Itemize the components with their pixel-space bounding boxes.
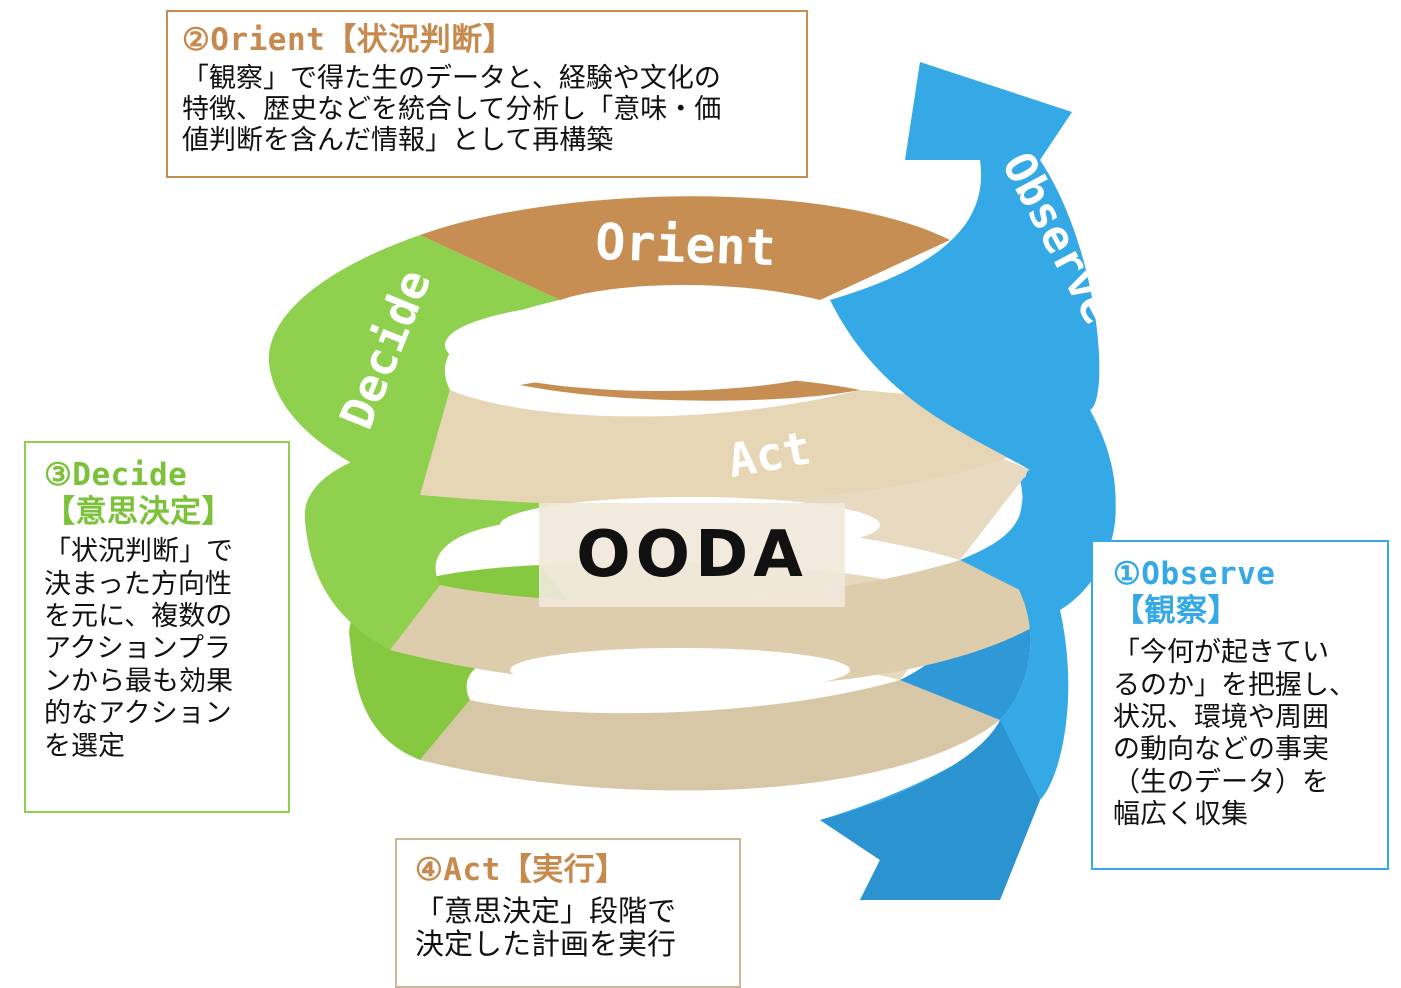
orient-box-line: 「観察」で得た生のデータと、経験や文化の (182, 62, 721, 94)
orient-segment-label: Orient (594, 213, 777, 277)
act-box-title: ④Act【実行】 (415, 852, 627, 888)
ring-top-hole (445, 299, 875, 391)
observe-box-title: ①Observe 【観察】 (1113, 556, 1367, 629)
ring-top (268, 196, 1090, 692)
act-description-box: ④Act【実行】 「意思決定」段階で 決定した計画を実行 (395, 838, 741, 988)
observe-box-text: 「今何が起きてい るのか」を把握し、 状況、環境や周囲 の動向などの事実 （生の… (1113, 637, 1367, 831)
observe-arrow-shade (820, 720, 1040, 900)
decide-box-title-line: 【意思決定】 (44, 493, 233, 530)
ring-bottom-hole (510, 648, 850, 692)
ring-top-act (420, 390, 1090, 505)
decide-box-title-line: ③Decide (44, 457, 188, 493)
orient-description-box: ②Orient【状況判断】 「観察」で得た生のデータと、経験や文化の 特徴、歴史… (166, 10, 808, 178)
ring-top-orient (420, 196, 950, 300)
decide-box-line: ンから最も効果 (44, 665, 233, 697)
observe-box-line: の動向などの事実 (1113, 734, 1329, 766)
observe-box-line: 幅広く収集 (1113, 799, 1248, 831)
decide-box-title: ③Decide 【意思決定】 (44, 457, 270, 530)
orient-box-title: ②Orient【状況判断】 (182, 22, 515, 58)
ring-bottom-act (420, 680, 1000, 791)
orient-box-line: 値判断を含んだ情報」として再構築 (182, 124, 614, 156)
observe-box-line: （生のデータ）を (1113, 766, 1329, 798)
decide-box-line: を選定 (44, 730, 125, 762)
decide-box-line: 的なアクション (44, 698, 232, 730)
observe-box-title-line: 【観察】 (1113, 592, 1239, 629)
observe-box-line: るのか」を把握し、 (1113, 669, 1356, 701)
decide-box-line: を元に、複数の (44, 600, 233, 632)
ooda-center-label: OODA (539, 503, 845, 607)
observe-box-line: 「今何が起きてい (1113, 637, 1329, 669)
act-box-line: 決定した計画を実行 (415, 926, 677, 961)
decide-box-line: 決まった方向性 (44, 568, 232, 600)
observe-description-box: ①Observe 【観察】 「今何が起きてい るのか」を把握し、 状況、環境や周… (1091, 540, 1389, 870)
decide-box-text: 「状況判断」で 決まった方向性 を元に、複数の アクションプラ ンから最も効果 … (44, 536, 270, 763)
act-box-text: 「意思決定」段階で 決定した計画を実行 (415, 893, 721, 962)
observe-box-line: 状況、環境や周囲 (1113, 701, 1329, 733)
orient-box-text: 「観察」で得た生のデータと、経験や文化の 特徴、歴史などを統合して分析し「意味・… (182, 63, 792, 156)
act-box-line: 「意思決定」段階で (415, 893, 677, 928)
observe-arrow (820, 62, 1116, 900)
decide-box-line: 「状況判断」で (44, 536, 233, 568)
orient-box-line: 特徴、歴史などを統合して分析し「意味・価 (182, 93, 722, 125)
decide-box-line: アクションプラ (44, 633, 231, 665)
decide-description-box: ③Decide 【意思決定】 「状況判断」で 決まった方向性 を元に、複数の ア… (24, 441, 290, 813)
observe-box-title-line: ①Observe (1113, 556, 1276, 592)
ring-top-decide (268, 235, 560, 495)
